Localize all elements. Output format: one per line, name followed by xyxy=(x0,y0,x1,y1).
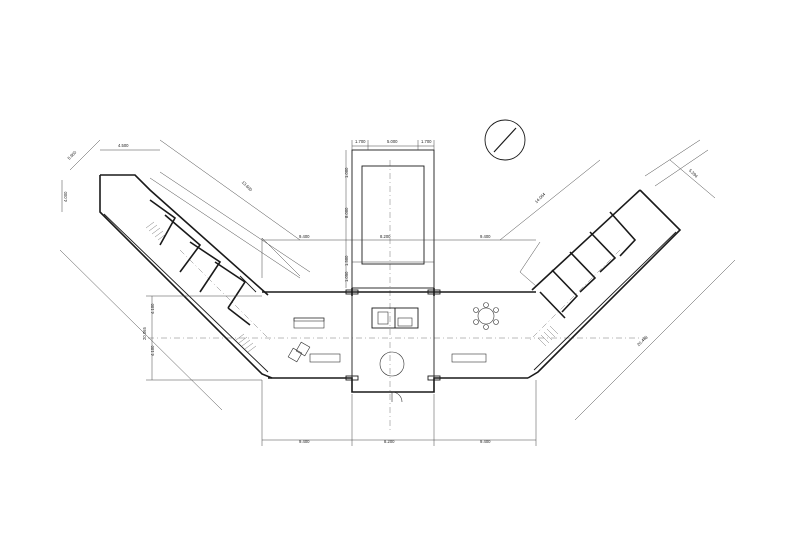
dim-left-inner-a: 4.100 xyxy=(150,303,155,314)
dim-core-side-c: 1.500 xyxy=(344,255,349,266)
dim-top-core-right: 1.700 xyxy=(421,139,432,144)
dim-left-inner-b: 4.100 xyxy=(150,345,155,356)
dim-core-side-a: 1.000 xyxy=(344,167,349,178)
dim-left-wing-a: 5.900 xyxy=(66,149,77,160)
pool-courtyard xyxy=(351,149,435,289)
north-arrow-icon xyxy=(484,119,526,161)
right-wing xyxy=(519,139,709,379)
dim-bottom-left: 9.400 xyxy=(299,439,310,444)
dim-left-wing-span: 9.400 xyxy=(299,234,310,239)
dim-right-wing-span: 9.400 xyxy=(480,234,491,239)
dimension-labels: 1.700 5.000 1.700 5.900 4.500 4.000 13.6… xyxy=(63,139,699,444)
dim-left-wing-b: 4.500 xyxy=(118,143,129,148)
dim-top-core-left: 1.700 xyxy=(355,139,366,144)
dim-right-wing-long: 14.064 xyxy=(534,191,547,204)
dim-core-top-span: 8.200 xyxy=(380,234,391,239)
dim-core-side-d: 1.050 xyxy=(344,271,349,282)
dim-bottom-mid: 8.200 xyxy=(384,439,395,444)
axis-lines xyxy=(148,160,650,430)
dim-left-total: 20.065 xyxy=(142,327,147,340)
dim-left-wing-long: 13.600 xyxy=(241,180,254,193)
dim-top-core-mid: 5.000 xyxy=(387,139,398,144)
dim-right-total: 20.440 xyxy=(636,334,649,347)
dim-bottom-right: 9.400 xyxy=(480,439,491,444)
left-wing xyxy=(99,171,311,379)
dim-left-wing-c: 4.000 xyxy=(63,191,68,202)
dimension-lines xyxy=(59,139,736,446)
central-living xyxy=(262,288,536,403)
dim-core-side-b: 8.000 xyxy=(344,207,349,218)
dim-right-wing-a: 5.394 xyxy=(688,168,699,179)
